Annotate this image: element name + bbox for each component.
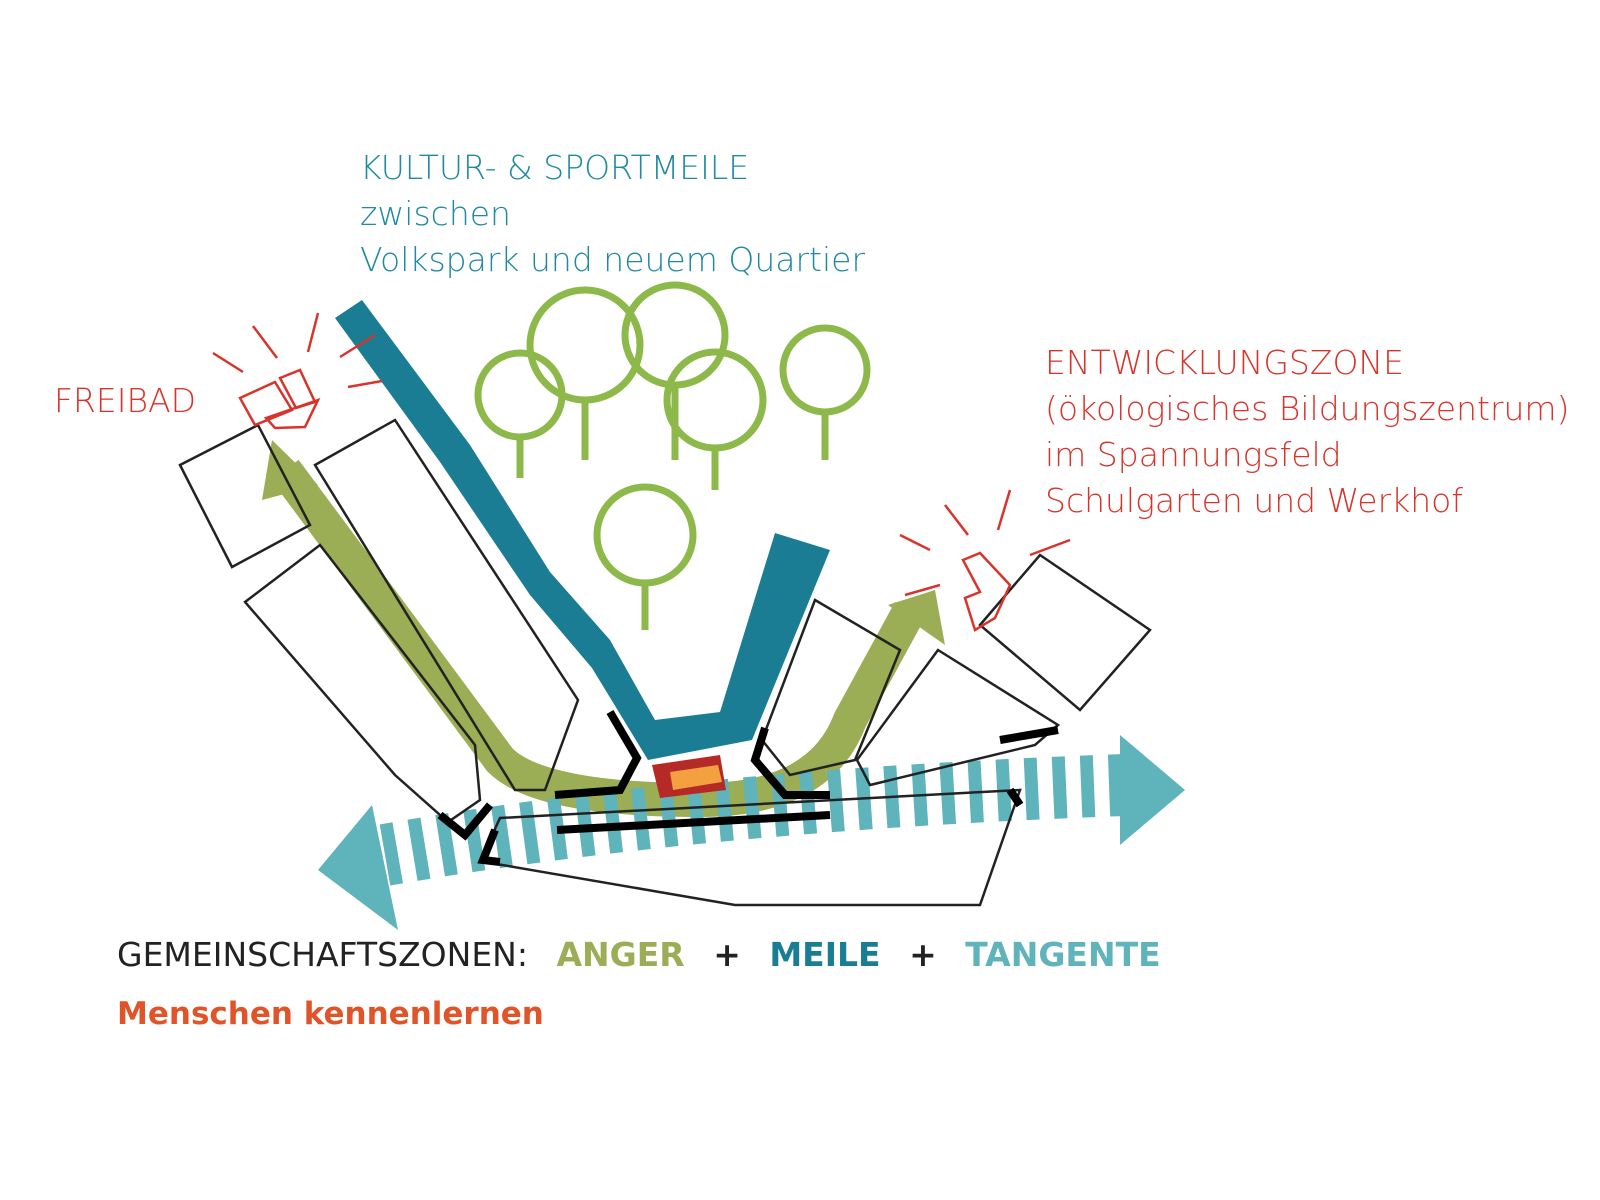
buildings — [178, 418, 1152, 907]
entwicklung-line-1: ENTWICKLUNGSZONE — [1045, 343, 1404, 382]
legend-plus: + — [713, 935, 741, 974]
title-line-2: zwischen — [360, 194, 511, 233]
entwicklung-line-2: (ökologisches Bildungszentrum) — [1045, 389, 1570, 428]
legend-plus: + — [909, 935, 937, 974]
meile-band — [335, 300, 830, 760]
entwicklung-icon — [899, 489, 1071, 632]
entwicklung-label: ENTWICKLUNGSZONE (ökologisches Bildungsz… — [1045, 340, 1569, 524]
legend-anger: ANGER — [556, 935, 685, 974]
legend: GEMEINSCHAFTSZONEN: ANGER + MEILE + TANG… — [117, 935, 1179, 974]
anger-arrow — [262, 440, 945, 818]
legend-meile: MEILE — [769, 935, 881, 974]
legend-tangente: TANGENTE — [965, 935, 1161, 974]
entwicklung-line-4: Schulgarten und Werkhof — [1045, 481, 1463, 520]
tangente-arrow — [318, 735, 1185, 930]
title-line-3: Volkspark und neuem Quartier — [360, 240, 866, 279]
meile-title: KULTUR- & SPORTMEILE zwischen Volkspark … — [360, 145, 865, 283]
freibad-icon — [212, 312, 383, 430]
trees-icon — [474, 281, 871, 630]
legend-subtitle: Menschen kennenlernen — [117, 996, 544, 1032]
edge-markers — [437, 709, 1059, 866]
title-line-1: KULTUR- & SPORTMEILE — [360, 148, 750, 187]
legend-label: GEMEINSCHAFTSZONEN: — [117, 935, 528, 974]
entwicklung-line-3: im Spannungsfeld — [1045, 435, 1342, 474]
center-building-icon — [652, 755, 726, 798]
freibad-label: FREIBAD — [54, 381, 197, 420]
